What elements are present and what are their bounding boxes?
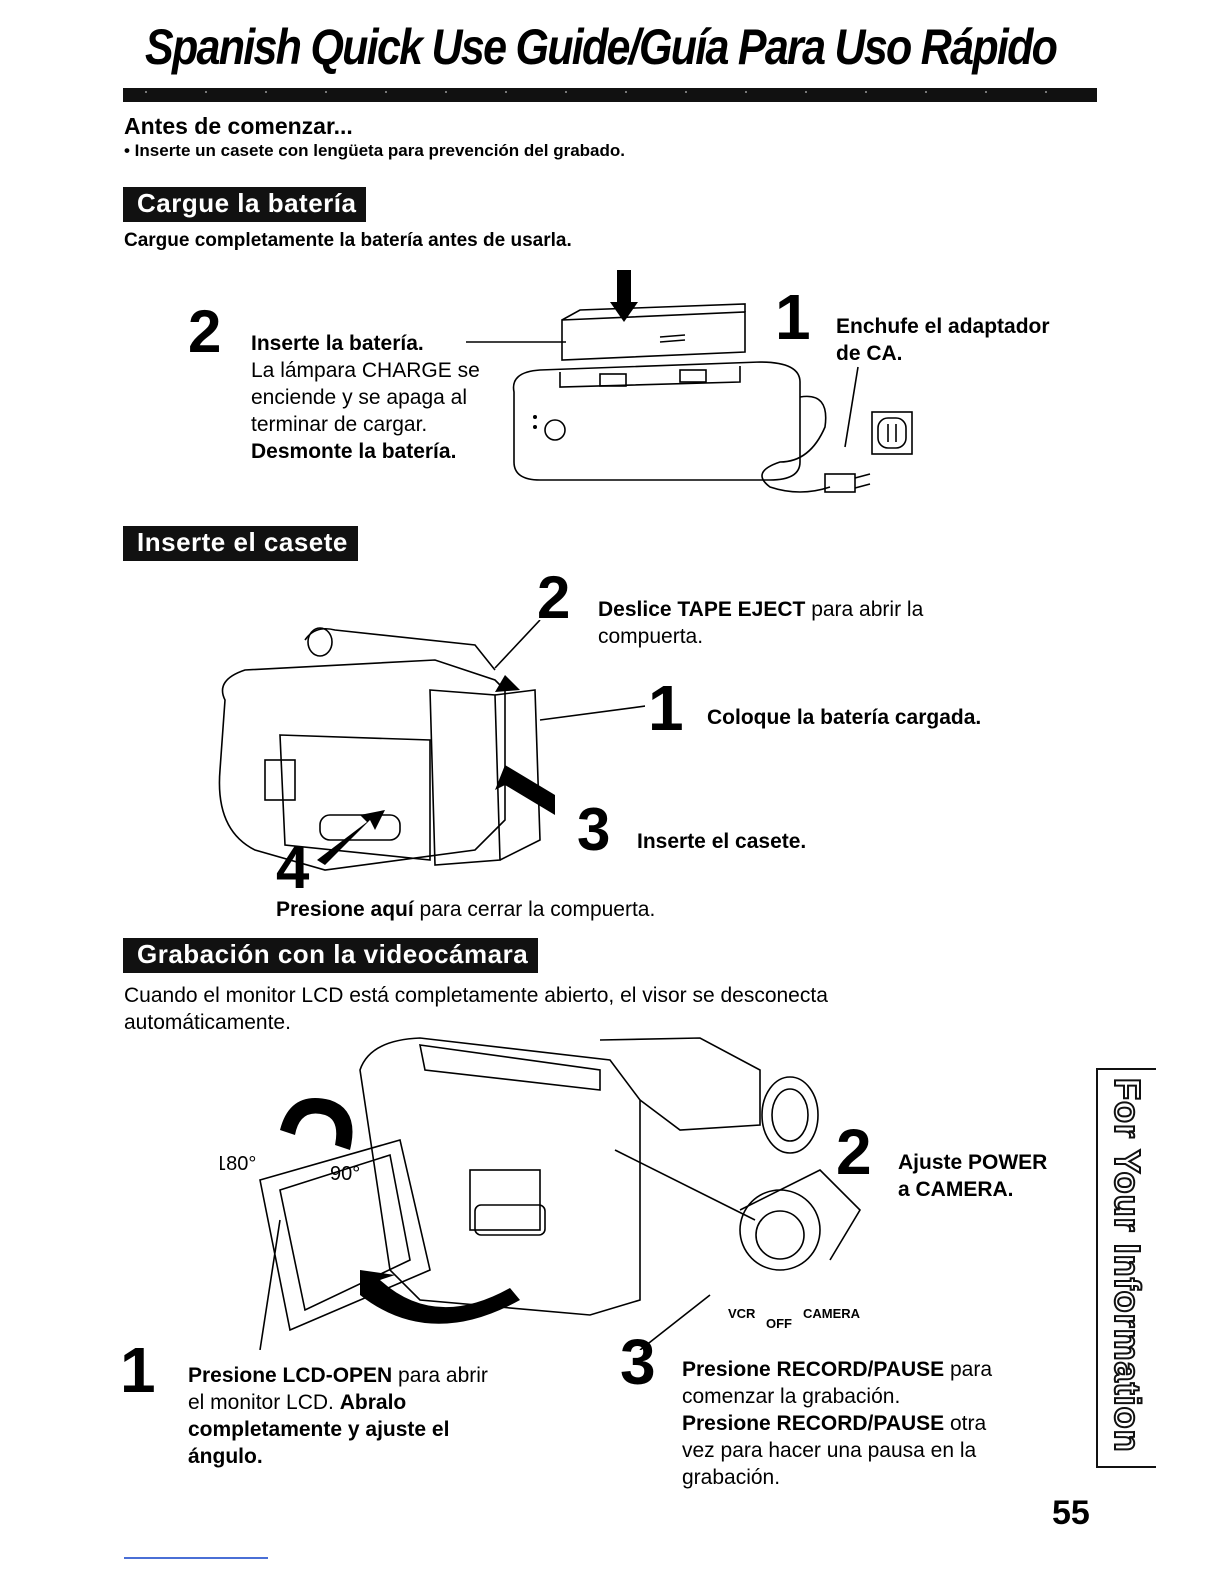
recording-step-2-line-1: Ajuste POWER bbox=[898, 1151, 1048, 1174]
charge-step-1-line-2: de CA. bbox=[836, 342, 903, 365]
recording-intro-line-2: automáticamente. bbox=[124, 1011, 291, 1034]
charge-step-2-leader-line bbox=[466, 341, 566, 343]
cassette-step-4-rest: para cerrar la compuerta. bbox=[413, 898, 656, 921]
cassette-step-2-number: 2 bbox=[537, 564, 571, 631]
page-number: 55 bbox=[1052, 1494, 1090, 1532]
switch-camera-label: CAMERA bbox=[803, 1306, 861, 1321]
recording-step-3-number: 3 bbox=[620, 1326, 656, 1398]
section-charge-battery-subtitle: Cargue completamente la batería antes de… bbox=[124, 230, 572, 251]
battery-charger-illustration bbox=[512, 270, 913, 493]
cassette-step-4-bold: Presione aquí bbox=[276, 898, 414, 921]
cassette-step-3-text: Inserte el casete. bbox=[637, 830, 807, 853]
page-title: Spanish Quick Use Guide/Guía Para Uso Rá… bbox=[145, 19, 1058, 75]
charge-step-2-text: Inserte la batería. La lámpara CHARGE se… bbox=[251, 330, 531, 465]
switch-off-label: OFF bbox=[766, 1316, 792, 1331]
cassette-step-3-number: 3 bbox=[577, 796, 611, 863]
recording-step-1-text: Presione LCD-OPEN para abrir el monitor … bbox=[188, 1362, 568, 1470]
recording-step-2-number: 2 bbox=[836, 1116, 872, 1188]
recording-step-1-bold-2: Abralo bbox=[339, 1391, 407, 1414]
charge-step-1-line-1: Enchufe el adaptador bbox=[836, 315, 1050, 338]
charge-step-2-line-1: La lámpara CHARGE se bbox=[251, 359, 480, 382]
recording-step-1-bold-1: Presione LCD-OPEN bbox=[188, 1364, 393, 1387]
section-recording-heading: Grabación con la videocámara bbox=[123, 938, 539, 973]
recording-step-1-bold-4: ángulo. bbox=[188, 1445, 263, 1468]
recording-step-2-line-2: a CAMERA. bbox=[898, 1178, 1014, 1201]
recording-step-3-line-1: Presione RECORD/PAUSE para bbox=[682, 1356, 1082, 1383]
for-your-information-tab[interactable]: For Your Information bbox=[1096, 1068, 1156, 1468]
charge-step-2-number: 2 bbox=[188, 298, 222, 365]
recording-step-1-line-1: Presione LCD-OPEN para abrir bbox=[188, 1362, 568, 1389]
intro-bullet: • Inserte un casete con lengüeta para pr… bbox=[124, 141, 625, 160]
recording-step-1-line-2: el monitor LCD. Abralo bbox=[188, 1389, 568, 1416]
footer-rule bbox=[124, 1557, 268, 1559]
recording-intro: Cuando el monitor LCD está completamente… bbox=[124, 982, 828, 1036]
title-rule bbox=[123, 88, 1097, 102]
charge-step-2-bold-1: Inserte la batería. bbox=[251, 332, 424, 355]
recording-step-3-rest-1: para bbox=[944, 1358, 993, 1381]
charge-step-1-text: Enchufe el adaptador de CA. bbox=[836, 313, 1050, 367]
cassette-step-4-text: Presione aquí para cerrar la compuerta. bbox=[276, 896, 655, 923]
recording-step-2-text: Ajuste POWER a CAMERA. bbox=[898, 1149, 1047, 1203]
recording-step-3-line-4: vez para hacer una pausa en la bbox=[682, 1439, 977, 1462]
recording-step-3-line-3: Presione RECORD/PAUSE otra bbox=[682, 1410, 1082, 1437]
recording-step-3-rest-2: otra bbox=[944, 1412, 987, 1435]
angle-180-label: 180° bbox=[220, 1153, 256, 1175]
for-your-information-tab-label: For Your Information bbox=[1106, 1077, 1149, 1454]
recording-step-1-line-2a: el monitor LCD. bbox=[188, 1391, 340, 1414]
cassette-step-1-text: Coloque la batería cargada. bbox=[707, 706, 982, 729]
cassette-step-2-bold: Deslice TAPE EJECT bbox=[598, 598, 806, 621]
recording-step-3-text: Presione RECORD/PAUSE para comenzar la g… bbox=[682, 1356, 1082, 1491]
recording-step-3-bold-2: Presione RECORD/PAUSE bbox=[682, 1412, 945, 1435]
recording-step-3-line-2: comenzar la grabación. bbox=[682, 1385, 901, 1408]
recording-step-1-number: 1 bbox=[120, 1334, 156, 1406]
cassette-step-1-number: 1 bbox=[648, 672, 684, 744]
charge-step-2-line-2: enciende y se apaga al bbox=[251, 386, 467, 409]
section-charge-battery-heading: Cargue la batería bbox=[123, 187, 367, 222]
recording-step-3-bold-1: Presione RECORD/PAUSE bbox=[682, 1358, 945, 1381]
switch-vcr-label: VCR bbox=[728, 1306, 756, 1321]
cassette-step-2-line-1: Deslice TAPE EJECT para abrir la bbox=[598, 596, 923, 623]
intro-heading: Antes de comenzar... bbox=[124, 113, 353, 139]
recording-step-1-rest-1: para abrir bbox=[392, 1364, 488, 1387]
section-insert-cassette-heading: Inserte el casete bbox=[123, 526, 358, 561]
charge-step-1-number: 1 bbox=[775, 281, 811, 353]
charge-step-2-line-3: terminar de cargar. bbox=[251, 413, 428, 436]
recording-step-1-bold-3: completamente y ajuste el bbox=[188, 1418, 450, 1441]
charge-step-2-bold-2: Desmonte la batería. bbox=[251, 440, 457, 463]
camcorder-cassette-illustration bbox=[218, 620, 645, 871]
angle-90-label: 90° bbox=[330, 1163, 360, 1185]
recording-step-3-line-5: grabación. bbox=[682, 1466, 781, 1489]
recording-intro-line-1: Cuando el monitor LCD está completamente… bbox=[124, 984, 828, 1007]
cassette-step-2-text: Deslice TAPE EJECT para abrir la compuer… bbox=[598, 596, 923, 650]
cassette-step-2-rest: para abrir la bbox=[805, 598, 924, 621]
camcorder-recording-illustration: 90° 180° bbox=[220, 1037, 862, 1350]
cassette-step-2-line-2: compuerta. bbox=[598, 625, 704, 648]
